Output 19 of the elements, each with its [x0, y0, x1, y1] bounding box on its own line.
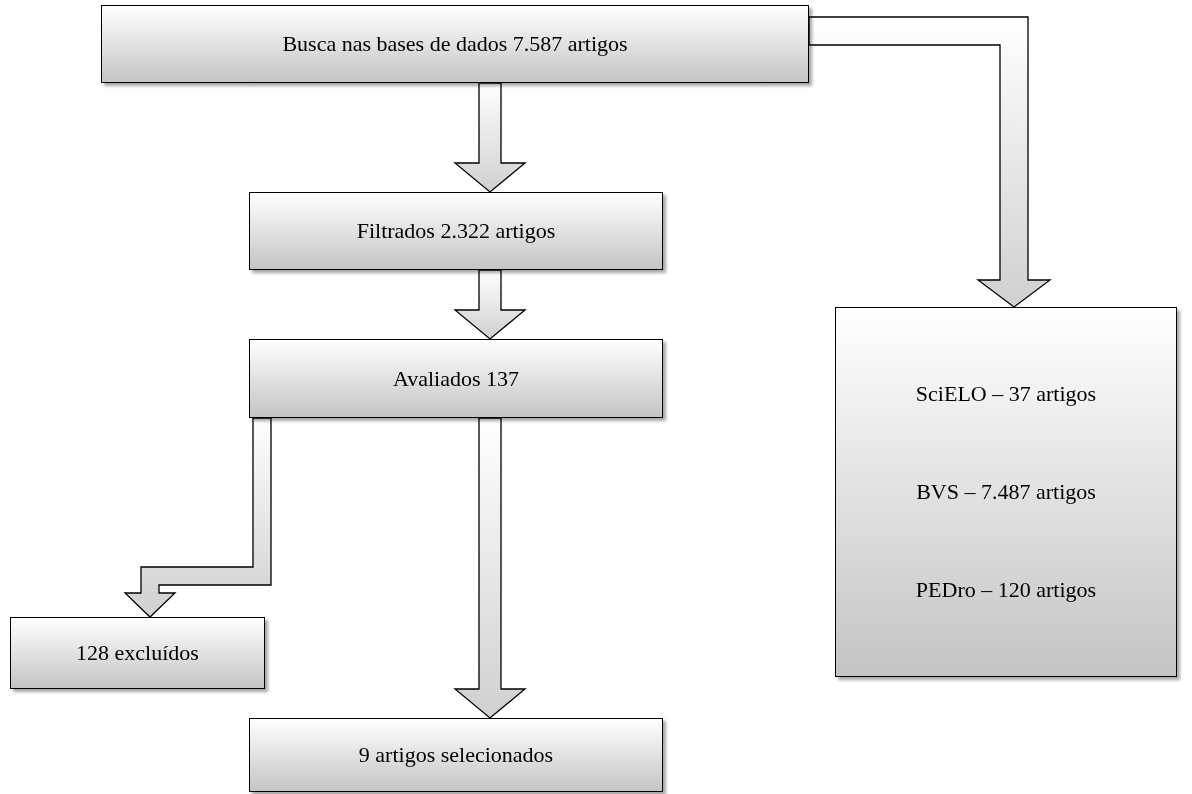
box-text: 9 artigos selecionados [358, 742, 554, 768]
block-arrow [808, 16, 1052, 308]
process-box [249, 718, 663, 792]
box-text: Avaliados 137 [392, 365, 520, 392]
block-arrow [123, 417, 272, 618]
box-text: SciELO – 37 artigos [915, 381, 1097, 407]
block-arrow [453, 82, 527, 193]
block-arrow [453, 269, 527, 340]
process-box [249, 339, 663, 418]
process-box [10, 617, 265, 689]
box-text: Busca nas bases de dados 7.587 artigos [282, 31, 628, 57]
box-text: 128 excluídos [76, 640, 199, 666]
box-text: BVS – 7.487 artigos [916, 479, 1096, 505]
box-text: PEDro – 120 artigos [915, 577, 1097, 603]
process-box [101, 5, 809, 83]
process-box [249, 192, 663, 270]
box-text: Filtrados 2.322 artigos [356, 218, 556, 244]
process-box [835, 307, 1177, 677]
block-arrow [453, 417, 527, 719]
